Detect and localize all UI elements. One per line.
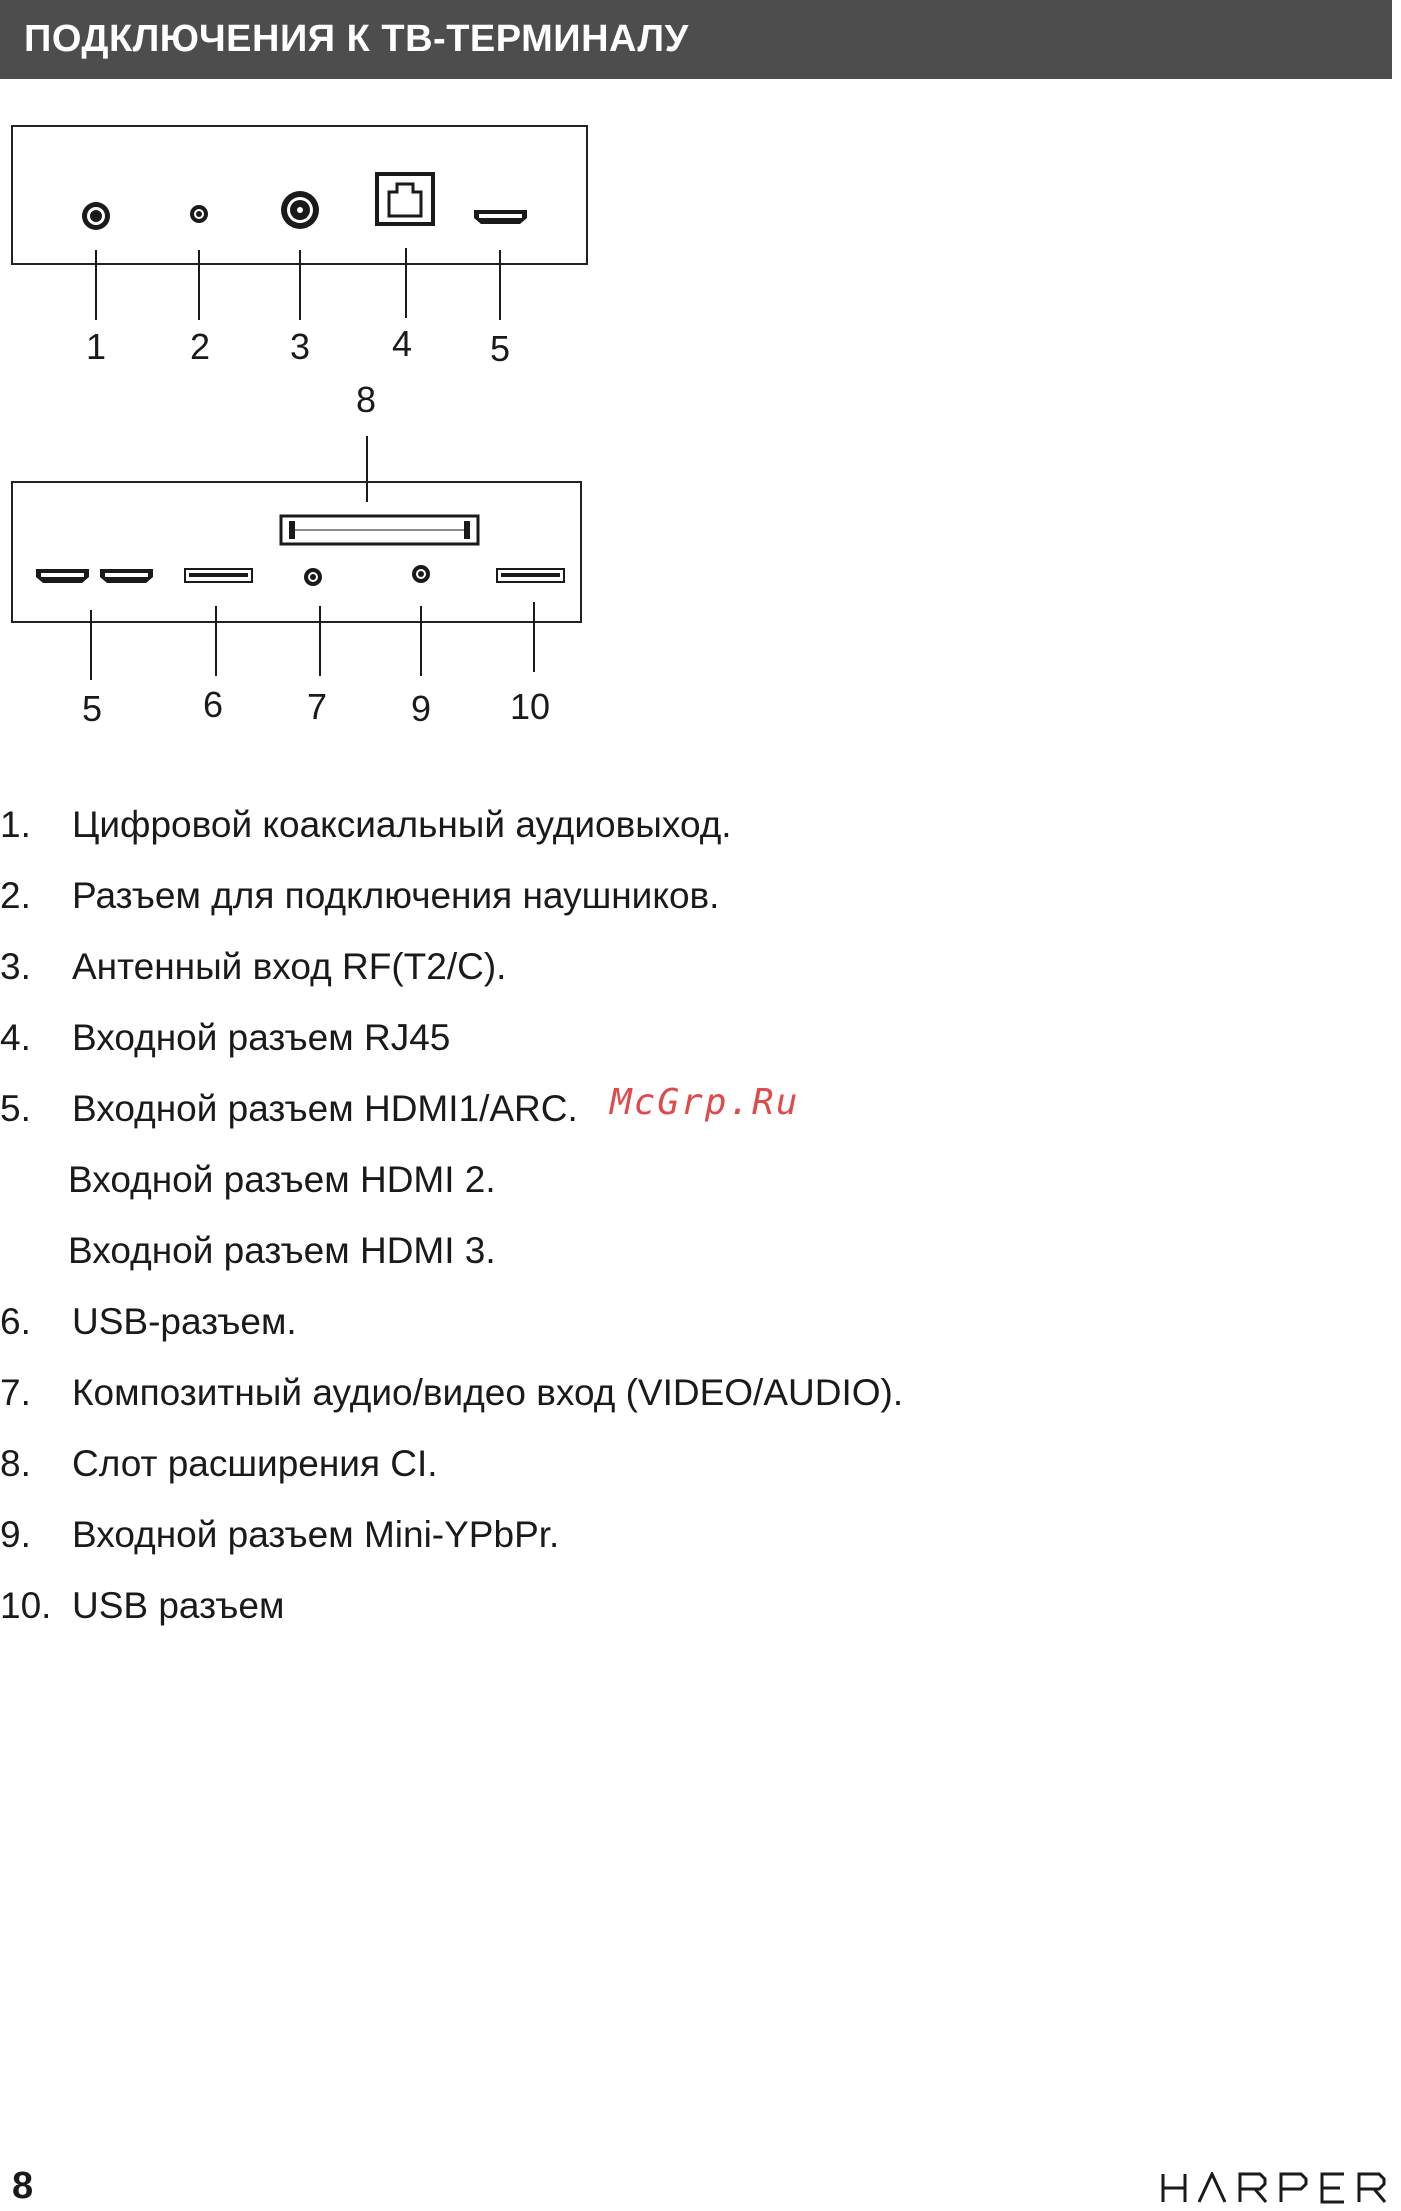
connections-diagram: 1 2 3 4 5 8 xyxy=(11,125,588,729)
legend-item: 3. Антенный вход RF(T2/C). xyxy=(0,938,1300,1009)
legend-item: 8. Слот расширения CI. xyxy=(0,1435,1300,1506)
legend-item: Входной разъем HDMI 2. xyxy=(0,1151,1300,1222)
ci-slot-icon xyxy=(279,514,480,546)
legend-text: Слот расширения CI. xyxy=(72,1443,438,1484)
legend-text: Композитный аудио/видео вход (VIDEO/AUDI… xyxy=(72,1372,904,1413)
side-panel: 8 xyxy=(11,379,582,729)
legend-text: Входной разъем HDMI 3. xyxy=(68,1230,496,1271)
usb-port-icon xyxy=(184,568,253,583)
hdmi-port-icon xyxy=(100,569,153,583)
callout-label: 10 xyxy=(510,686,550,727)
legend-text: Входной разъем Mini-YPbPr. xyxy=(72,1514,560,1555)
legend-text: USB разъем xyxy=(72,1585,285,1626)
callout-label: 7 xyxy=(307,686,327,727)
page-title: ПОДКЛЮЧЕНИЯ К ТВ-ТЕРМИНАЛУ xyxy=(24,18,689,60)
callout-label: 4 xyxy=(392,323,412,364)
legend-number: 4. xyxy=(0,1017,31,1058)
legend-item: 1. Цифровой коаксиальный аудиовыход. xyxy=(0,796,1300,867)
legend-item: 5. Входной разъем HDMI1/ARC. xyxy=(0,1080,1300,1151)
legend-item: 6. USB-разъем. xyxy=(0,1293,1300,1364)
hdmi-port-icon xyxy=(36,569,89,583)
legend-text: Входной разъем HDMI1/ARC. xyxy=(72,1088,578,1129)
legend-text: Цифровой коаксиальный аудиовыход. xyxy=(72,804,732,845)
callout-label: 5 xyxy=(490,328,510,369)
callout-label: 9 xyxy=(411,688,431,729)
brand-logo xyxy=(1161,2172,1387,2204)
legend-text: Антенный вход RF(T2/C). xyxy=(72,946,507,987)
legend-text: USB-разъем. xyxy=(72,1301,297,1342)
top-panel: 1 2 3 4 5 xyxy=(11,125,588,369)
legend-item: Входной разъем HDMI 3. xyxy=(0,1222,1300,1293)
legend-item: 7. Композитный аудио/видео вход (VIDEO/A… xyxy=(0,1364,1300,1435)
legend-number: 6. xyxy=(0,1301,31,1342)
legend-number: 9. xyxy=(0,1514,31,1555)
connector-legend: 1. Цифровой коаксиальный аудиовыход. 2. … xyxy=(0,796,1300,1648)
legend-item: 2. Разъем для подключения наушников. xyxy=(0,867,1300,938)
callout-label: 2 xyxy=(190,326,210,367)
legend-item: 4. Входной разъем RJ45 xyxy=(0,1009,1300,1080)
callout-label: 6 xyxy=(203,684,223,725)
ypbpr-jack-icon xyxy=(412,565,430,583)
legend-number: 2. xyxy=(0,875,31,916)
rj45-port-icon xyxy=(375,172,435,226)
coaxial-audio-port-icon xyxy=(82,202,110,230)
legend-number: 3. xyxy=(0,946,31,987)
legend-item: 10. USB разъем xyxy=(0,1577,1300,1648)
page-number: 8 xyxy=(12,2165,34,2207)
hdmi-port-icon xyxy=(474,210,527,224)
usb-port-icon xyxy=(496,568,565,583)
callout-label: 8 xyxy=(356,379,376,420)
legend-number: 10. xyxy=(0,1585,52,1626)
legend-number: 1. xyxy=(0,804,31,845)
header-bar: ПОДКЛЮЧЕНИЯ К ТВ-ТЕРМИНАЛУ xyxy=(0,0,1392,79)
legend-number: 5. xyxy=(0,1088,31,1129)
legend-text: Входной разъем HDMI 2. xyxy=(68,1159,496,1200)
legend-number: 8. xyxy=(0,1443,31,1484)
antenna-port-icon xyxy=(281,191,319,229)
watermark: McGrp.Ru xyxy=(610,1082,800,1123)
av-jack-icon xyxy=(304,568,322,586)
legend-text: Входной разъем RJ45 xyxy=(72,1017,451,1058)
callout-label: 5 xyxy=(82,688,102,729)
legend-item: 9. Входной разъем Mini-YPbPr. xyxy=(0,1506,1300,1577)
headphone-jack-icon xyxy=(190,205,208,223)
callout-label: 1 xyxy=(86,326,106,367)
legend-text: Разъем для подключения наушников. xyxy=(72,875,720,916)
legend-number: 7. xyxy=(0,1372,31,1413)
callout-label: 3 xyxy=(290,326,310,367)
